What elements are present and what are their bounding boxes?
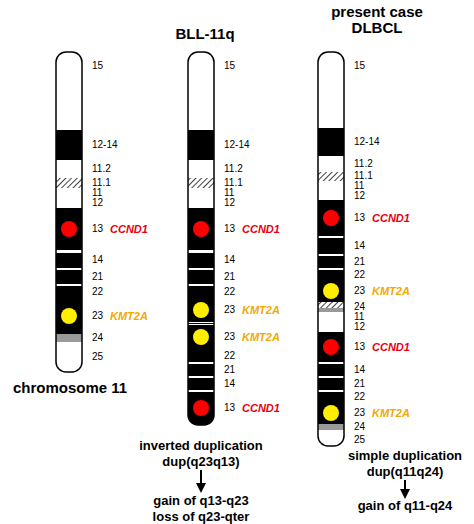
band-label: 14 xyxy=(92,254,103,266)
band-label: 12 xyxy=(92,197,103,209)
figure-title: BLL-11q xyxy=(150,26,260,42)
band-label: 23 xyxy=(354,407,365,419)
band-label: 12-14 xyxy=(354,136,380,148)
gene-label: CCND1 xyxy=(242,223,280,235)
band-label: 14 xyxy=(354,364,365,376)
gene-label: KMT2A xyxy=(372,407,410,419)
band-label: 12 xyxy=(354,190,365,202)
band-label: 23 xyxy=(92,310,103,322)
duplication-note: inverted duplication dup(q23q13) xyxy=(131,438,271,470)
duplication-note: gain of q11-q24 xyxy=(345,498,465,514)
band-label: 14 xyxy=(224,378,235,390)
band-label: 12-14 xyxy=(224,139,250,151)
gene-label: CCND1 xyxy=(242,402,280,414)
band-label: 14 xyxy=(224,254,235,266)
band-label: 13 xyxy=(92,223,103,235)
dlbcl-chromosome xyxy=(318,52,344,446)
band-label: 11.2 xyxy=(92,163,111,175)
band-label: 13 xyxy=(354,341,365,353)
figure-title: chromosome 11 xyxy=(10,380,130,396)
band-label: 11.2 xyxy=(224,163,243,175)
band-label: 22 xyxy=(224,286,235,298)
band-label: 22 xyxy=(354,391,365,403)
gene-label: CCND1 xyxy=(110,223,148,235)
band-label: 13 xyxy=(224,223,235,235)
band-label: 12 xyxy=(224,197,235,209)
gene-label: KMT2A xyxy=(242,331,280,343)
band-label: 21 xyxy=(92,271,103,283)
gene-label: KMT2A xyxy=(242,304,280,316)
band-label: 13 xyxy=(354,212,365,224)
band-label: 15 xyxy=(354,60,365,72)
band-label: 12 xyxy=(354,321,365,333)
band-label: 12-14 xyxy=(92,139,118,151)
band-label: 11.2 xyxy=(354,158,373,170)
result-arrow xyxy=(200,470,202,488)
band-label: 22 xyxy=(224,350,235,362)
band-label: 21 xyxy=(354,256,365,268)
band-label: 23 xyxy=(354,285,365,297)
band-label: 22 xyxy=(92,286,103,298)
gene-label: KMT2A xyxy=(110,310,148,322)
band-label: 15 xyxy=(92,60,103,72)
result-arrow xyxy=(404,480,406,494)
band-label: 24 xyxy=(354,421,365,433)
band-label: 23 xyxy=(224,331,235,343)
band-label: 14 xyxy=(354,240,365,252)
band-label: 24 xyxy=(92,332,103,344)
duplication-note: simple duplication dup(q11q24) xyxy=(345,448,465,480)
duplication-note: gain of q13-q23 loss of q23-qter xyxy=(146,493,256,524)
figure-title: present case DLBCL xyxy=(322,4,432,36)
band-label: 23 xyxy=(224,304,235,316)
band-label: 25 xyxy=(92,351,103,363)
band-label: 21 xyxy=(354,378,365,390)
normal-chromosome xyxy=(56,52,82,372)
gene-label: KMT2A xyxy=(372,285,410,297)
band-label: 22 xyxy=(354,269,365,281)
band-label: 21 xyxy=(224,271,235,283)
band-label: 21 xyxy=(224,364,235,376)
bll-chromosome xyxy=(188,52,214,432)
band-label: 15 xyxy=(224,60,235,72)
gene-label: CCND1 xyxy=(372,212,410,224)
gene-label: CCND1 xyxy=(372,341,410,353)
band-label: 25 xyxy=(354,434,365,446)
band-label: 13 xyxy=(224,402,235,414)
